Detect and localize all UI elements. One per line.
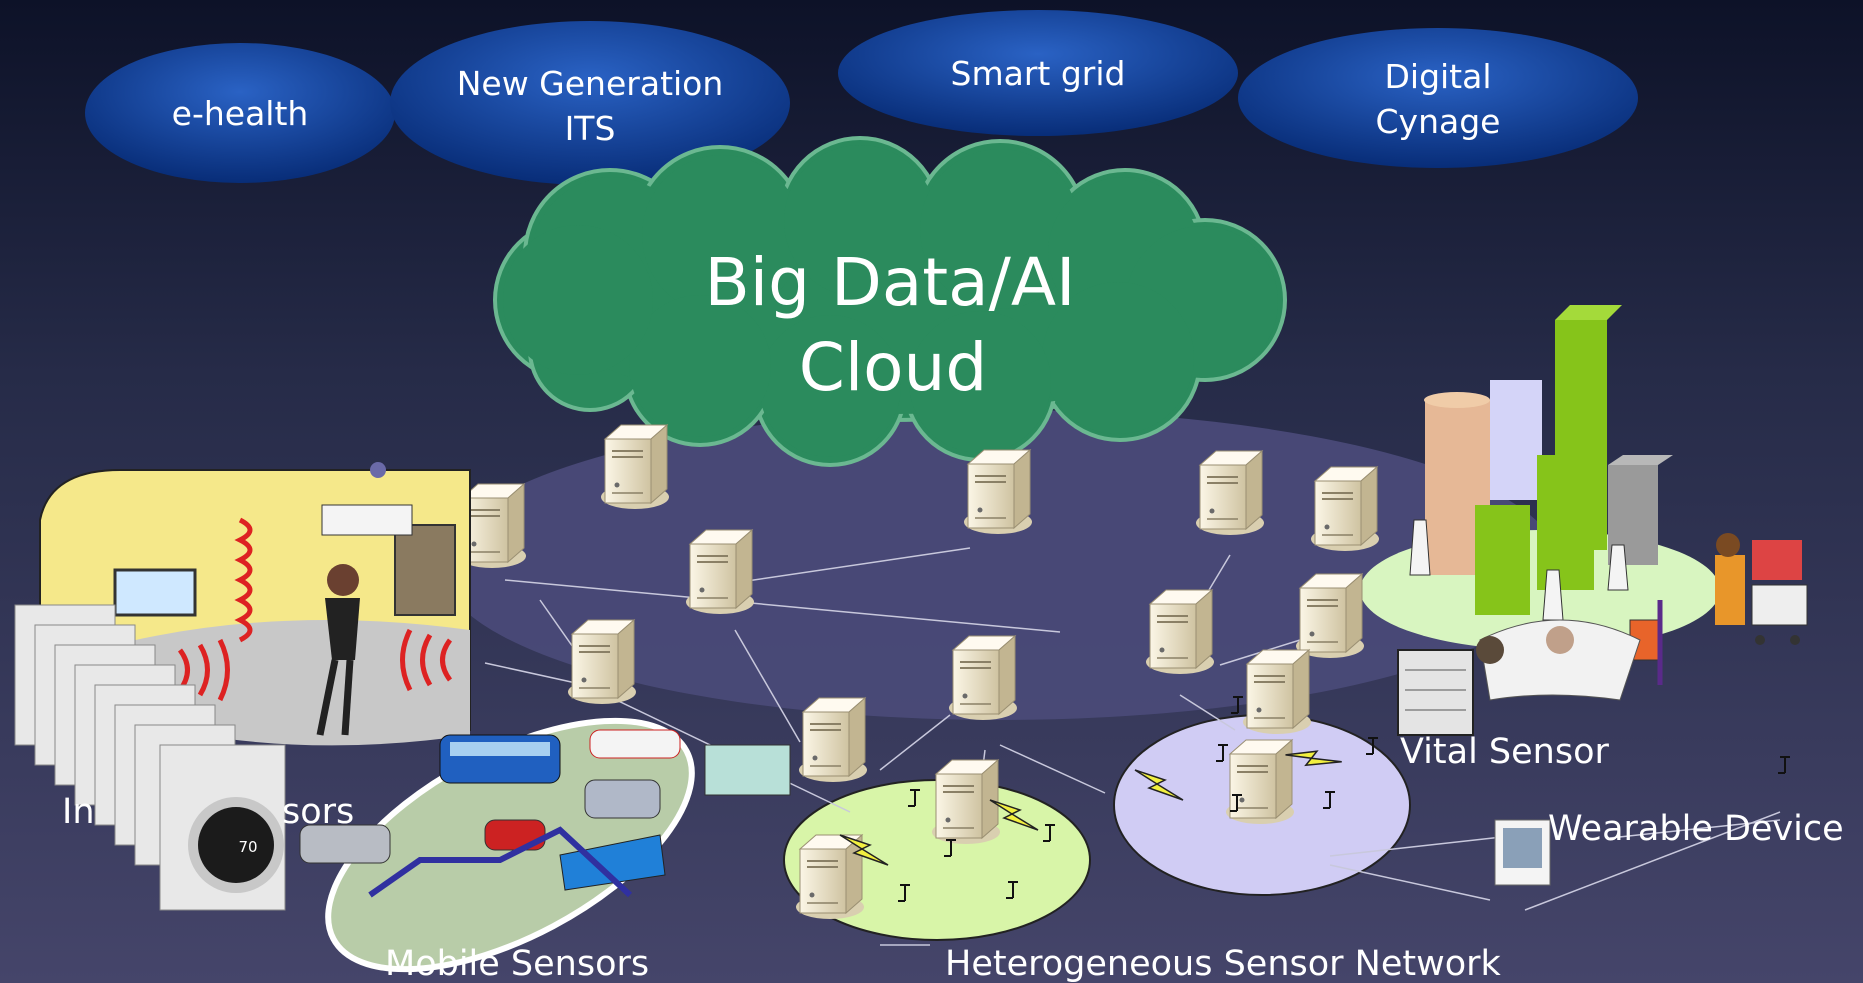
indoor-sensors-prefix: In bbox=[62, 792, 95, 832]
network-links bbox=[484, 547, 1781, 946]
cloud-shape bbox=[493, 136, 1287, 467]
indoor-sensors-label: sors bbox=[282, 792, 354, 832]
thermostat-icon bbox=[188, 797, 284, 893]
cell-tower-icons bbox=[1409, 519, 1629, 621]
vehicle-icons bbox=[299, 729, 791, 898]
network-plane bbox=[440, 410, 1560, 720]
app-label-cynage-line1: Digital bbox=[1384, 57, 1491, 96]
wearable-device-icon bbox=[1494, 819, 1551, 886]
app-label-its-line1: New Generation bbox=[457, 64, 724, 103]
app-bubble-its bbox=[390, 21, 790, 185]
doctor-patient-icon bbox=[1476, 619, 1641, 701]
app-label-its-line2: ITS bbox=[565, 109, 616, 148]
vital-sensor-label: Vital Sensor bbox=[1400, 732, 1609, 772]
app-labels: e-health New Generation ITS Smart grid D… bbox=[172, 54, 1501, 148]
app-bubble-digital-cynage bbox=[1238, 28, 1638, 168]
mobile-sensors-label: Mobile Sensors bbox=[385, 944, 649, 983]
person-icon bbox=[316, 564, 360, 736]
cloud-label-line2: Cloud bbox=[799, 329, 988, 406]
buildings-icon bbox=[1424, 305, 1673, 615]
refrigerator-icon bbox=[1397, 649, 1474, 736]
app-label-e-health: e-health bbox=[172, 94, 309, 133]
app-bubble-smart-grid bbox=[838, 10, 1238, 136]
shopper-icon bbox=[1715, 533, 1808, 645]
app-bubble-e-health bbox=[85, 43, 395, 183]
app-label-cynage-line2: Cynage bbox=[1376, 102, 1501, 141]
cloud-label-line1: Big Data/AI bbox=[705, 244, 1076, 321]
wearable-device-label: Wearable Device bbox=[1548, 809, 1844, 849]
section-labels: In sors Mobile Sensors Heterogeneous Sen… bbox=[62, 732, 1844, 983]
radio-waves bbox=[177, 517, 453, 702]
thermostat-value: 70 bbox=[238, 838, 257, 856]
app-label-smart-grid: Smart grid bbox=[951, 54, 1126, 93]
cloud-labels: Big Data/AI Cloud bbox=[705, 244, 1076, 406]
heterogeneous-label: Heterogeneous Sensor Network bbox=[945, 944, 1502, 983]
